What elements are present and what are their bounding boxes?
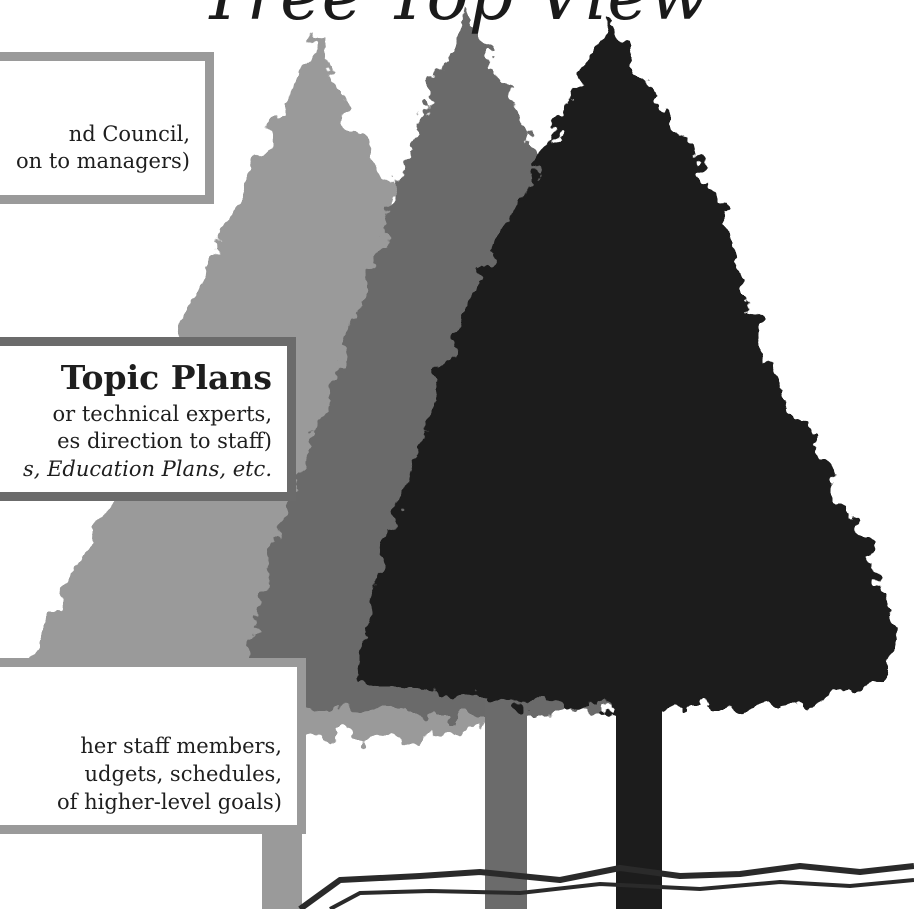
box3-line3: of higher-level goals) <box>57 790 282 814</box>
plan-box-topic-plans: Topic Plans or technical experts, es dir… <box>0 337 296 501</box>
box2-heading: Topic Plans <box>60 358 272 397</box>
box3-line2: udgets, schedules, <box>84 762 282 786</box>
box3-line1: her staff members, <box>80 734 282 758</box>
dark-tree-canopy <box>360 20 900 710</box>
box2-line1: or technical experts, <box>52 402 273 426</box>
plan-box-staff: her staff members, udgets, schedules, of… <box>0 658 306 834</box>
box1-line2: on to managers) <box>16 149 190 173</box>
ground-line-back <box>329 878 914 909</box>
box2-line2: es direction to staff) <box>57 429 272 453</box>
ground-line <box>298 863 914 909</box>
diagram-title: Tree Top View <box>200 0 709 30</box>
plan-box-council: nd Council, on to managers) <box>0 52 214 204</box>
box1-line1: nd Council, <box>68 122 190 146</box>
box2-line3: s, Education Plans, etc. <box>22 457 272 481</box>
